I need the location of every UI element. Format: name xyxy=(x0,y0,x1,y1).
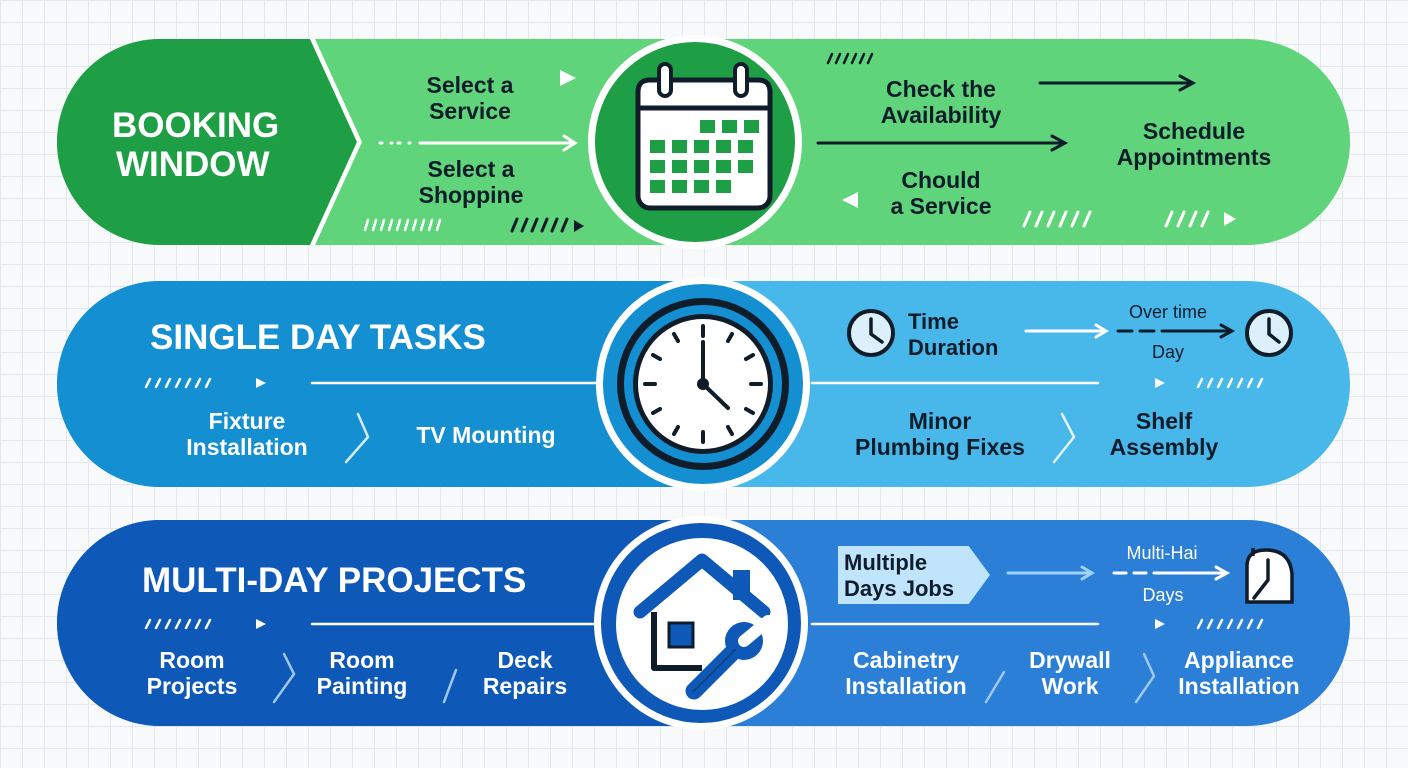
time-clock-icon xyxy=(847,309,895,357)
sep-plumbing-shelf xyxy=(1052,412,1076,464)
clock-icon xyxy=(617,298,789,470)
booking-decorations xyxy=(363,52,1236,233)
single-decorations xyxy=(144,323,1264,464)
day-clock-icon xyxy=(1245,309,1293,357)
days-label: Days xyxy=(1142,585,1184,605)
multi-title: MULTI-DAY PROJECTS xyxy=(142,561,527,600)
multi-decorations xyxy=(144,565,1264,704)
calendar-icon xyxy=(635,62,773,211)
booking-title-line1: BOOKING xyxy=(112,106,280,145)
house-wrench-icon xyxy=(616,538,788,710)
day-label: Day xyxy=(1151,342,1184,362)
sep-drywall-appliance xyxy=(1134,652,1156,704)
sep-fixture-tv xyxy=(344,412,370,464)
multi-hai-label: Multi-Hai xyxy=(1126,543,1198,563)
booking-dark-chevron xyxy=(57,39,357,245)
single-title: SINGLE DAY TASKS xyxy=(150,318,486,357)
sep-cabinetry-drywall xyxy=(984,670,1006,704)
days-clock-icon xyxy=(1245,548,1294,604)
over-time-label: Over time xyxy=(1128,302,1207,322)
multiple-days-jobs-tag xyxy=(838,546,990,604)
sep-painting-deck xyxy=(442,668,458,704)
sep-room-projects-painting xyxy=(272,652,296,704)
booking-title-line2: WINDOW xyxy=(116,145,270,184)
tv-mounting-label: TV Mounting xyxy=(416,422,556,448)
